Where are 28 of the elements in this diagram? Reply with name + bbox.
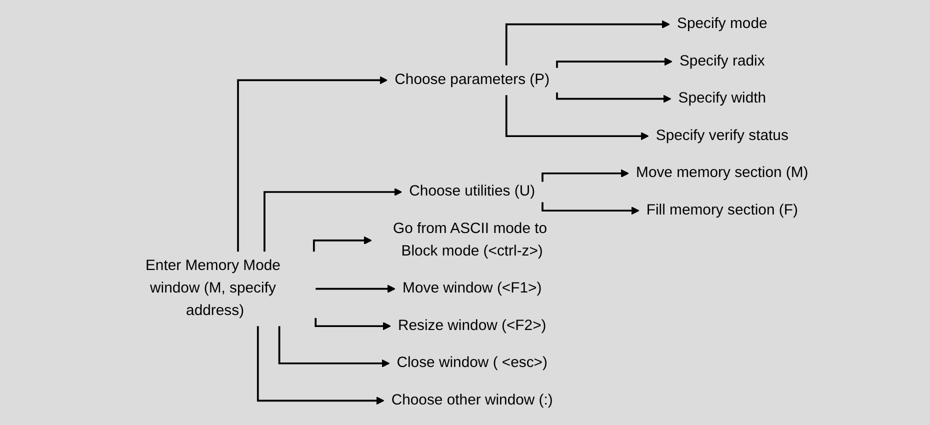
arrow <box>312 236 372 252</box>
node-text: Close window ( <esc>) <box>396 354 548 371</box>
arrow <box>314 284 396 293</box>
arrow <box>541 169 629 182</box>
flowchart: Enter Memory Mode window (M, specify address) Choose parameters (P) Choose utilities (U) Go from ASCII mode to Block mode (<ctrl-z>) Move window (<F1>) Resize window (<F2>) Close window ( <esc>) Choose other window (:) Specify mode Specify radix Specify width Specify verify status Move memory section (M) Fill memory section (F) <box>106 2 824 423</box>
arrow <box>236 76 388 252</box>
node-text: Choose utilities (U) <box>409 184 535 200</box>
arrow <box>556 58 672 68</box>
arrow <box>263 188 402 252</box>
node-text: Specify width <box>678 90 766 106</box>
arrow <box>505 95 649 140</box>
node-text: Specify mode <box>676 16 768 32</box>
node-text: Go from ASCII mode to Block mode (<ctrl-z>) <box>392 220 547 260</box>
arrow <box>314 318 391 330</box>
node-text: Resize window (<F2>) <box>398 318 546 334</box>
arrow <box>256 326 384 405</box>
arrow <box>541 202 640 215</box>
arrow <box>505 20 670 66</box>
node-text: Specify verify status <box>656 128 788 144</box>
node-text: Move memory section (M) <box>636 164 808 181</box>
node-text: Fill memory section (F) <box>646 202 798 218</box>
arrow <box>556 92 672 103</box>
node-text: Enter Memory Mode window (M, specify address) <box>145 258 280 319</box>
node-text: Choose parameters (P) <box>394 72 550 88</box>
node-text: Move window (<F1>) <box>402 280 542 296</box>
arrow <box>278 326 390 368</box>
node-text: Specify radix <box>679 53 765 70</box>
node-text: Choose other window (:) <box>391 392 553 408</box>
